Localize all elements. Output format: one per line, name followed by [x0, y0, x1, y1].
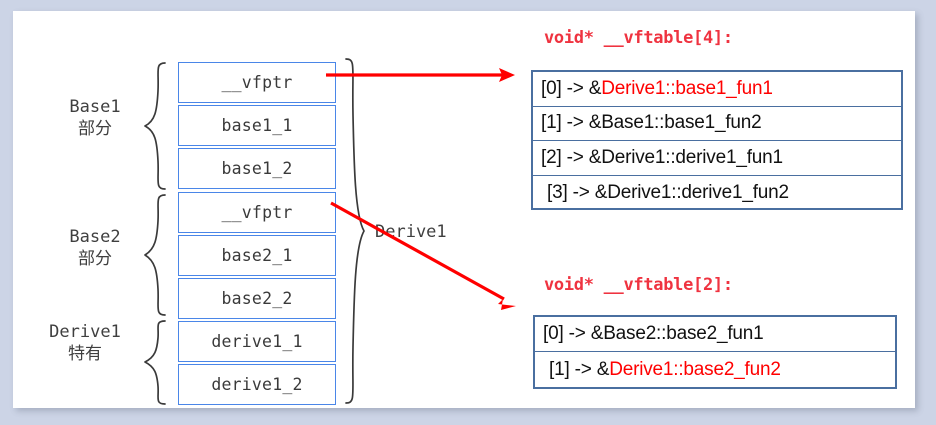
vtable-1: [0] -> &Base2::base2_fun1 [1] -> &Derive… — [533, 315, 897, 389]
vtable-entry-plain: Derive1::derive1_fun1 — [601, 146, 783, 168]
group-label-base2: Base2 部分 — [69, 227, 121, 270]
object-layout-column: __vfptr base1_1 base1_2 __vfptr base2_1 … — [178, 62, 338, 407]
vtable-entry-index: [0] -> & — [541, 77, 602, 99]
object-cell: base2_2 — [178, 278, 336, 319]
vtable-entry-highlight: Derive1::base1_fun1 — [601, 77, 773, 99]
group-label-derive1-own: Derive1 特有 — [49, 322, 121, 365]
vtable-0: [0] -> &Derive1::base1_fun1 [1] -> &Base… — [531, 70, 903, 210]
vtable-entry-index: [0] -> & — [543, 323, 604, 344]
vtable-title-1: void* __vftable[2]: — [544, 275, 733, 295]
vtable-entry-index: [3] -> & — [547, 181, 608, 203]
object-cell: __vfptr — [178, 62, 336, 103]
object-cell: base1_1 — [178, 105, 336, 146]
vtable-entry-plain: Base1::base1_fun2 — [601, 112, 762, 134]
vtable-entry-plain: Base2::base2_fun1 — [603, 323, 764, 344]
vtable-entry-plain: Derive1::derive1_fun2 — [607, 181, 789, 203]
derive1-object-label: Derive1 — [375, 222, 447, 242]
brace-base2 — [144, 194, 166, 316]
object-cell: derive1_2 — [178, 364, 336, 405]
object-cell: derive1_1 — [178, 321, 336, 362]
vtable-row: [0] -> &Base2::base2_fun1 — [535, 317, 895, 352]
group-label-base1: Base1 部分 — [69, 97, 121, 140]
vtable-row: [0] -> &Derive1::base1_fun1 — [533, 72, 901, 107]
brace-base1 — [144, 62, 166, 190]
vtable-title-0: void* __vftable[4]: — [544, 28, 733, 48]
object-cell: __vfptr — [178, 192, 336, 233]
vtable-entry-index: [1] -> & — [549, 358, 610, 380]
vtable-row: [2] -> &Derive1::derive1_fun1 — [533, 141, 901, 176]
vtable-row: [3] -> &Derive1::derive1_fun2 — [533, 176, 901, 211]
vtable-row: [1] -> &Derive1::base2_fun2 — [535, 352, 895, 387]
diagram-card: Base1 部分 Base2 部分 Derive1 特有 __vfptr bas… — [13, 11, 915, 408]
vtable-entry-highlight: Derive1::base2_fun2 — [609, 358, 781, 380]
vtable-entry-index: [2] -> & — [541, 146, 602, 168]
vtable-entry-index: [1] -> & — [541, 112, 602, 134]
brace-derive1-whole — [345, 58, 365, 404]
vtable-row: [1] -> &Base1::base1_fun2 — [533, 107, 901, 141]
brace-derive1-own — [144, 320, 166, 405]
object-cell: base2_1 — [178, 235, 336, 276]
object-cell: base1_2 — [178, 148, 336, 189]
